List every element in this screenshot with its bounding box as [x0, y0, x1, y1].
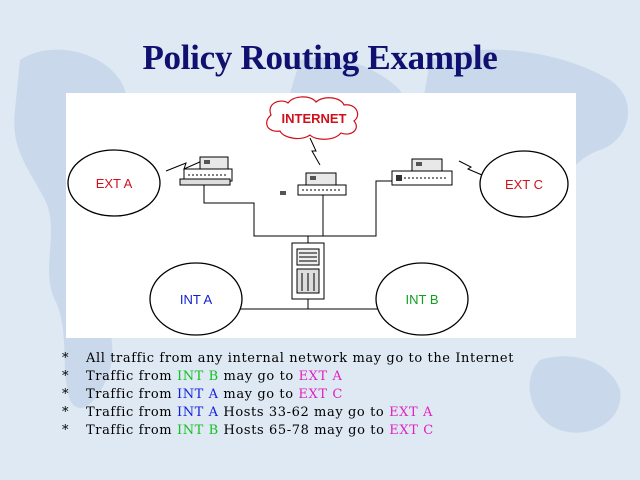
continent-australia-shape — [529, 356, 621, 433]
policy-rule-text: EXT A — [389, 405, 434, 420]
policy-rule-item: * All traffic from any internal network m… — [62, 350, 632, 368]
policy-rule-text: INT B — [176, 423, 219, 438]
ext-a-label: EXT A — [96, 176, 133, 191]
bullet-marker: * — [62, 369, 70, 384]
bullet-marker: * — [62, 387, 70, 402]
policy-rule-item: * Traffic from INT A may go to EXT C — [62, 386, 632, 404]
internet-cloud: INTERNET — [266, 96, 359, 140]
policy-rule-text: Traffic from — [86, 387, 177, 402]
policy-rule-item: * Traffic from INT B may go to EXT A — [62, 368, 632, 386]
server-tower-icon — [291, 242, 325, 300]
bullet-marker: * — [62, 351, 70, 366]
network-diagram: INTERNET EXT A EXT C INT A INT B — [66, 93, 576, 338]
int-a-label: INT A — [180, 292, 213, 307]
ext-c-label: EXT C — [505, 177, 543, 192]
lightning-bolt-icon — [165, 160, 203, 172]
policy-rule-text: Hosts 33-62 may go to — [218, 405, 390, 420]
policy-rule-text: Traffic from — [86, 369, 177, 384]
policy-rule-text: INT A — [176, 387, 219, 402]
policy-rule-text: Hosts 65-78 may go to — [218, 423, 390, 438]
policy-rule-text: EXT C — [389, 423, 434, 438]
policy-rule-text: Traffic from — [86, 405, 177, 420]
policy-rule-text: EXT A — [298, 369, 343, 384]
router-ext-a-icon — [179, 156, 233, 186]
policy-rule-text: Traffic from — [86, 423, 177, 438]
ext-c-network: EXT C — [479, 150, 569, 218]
int-b-network: INT B — [375, 262, 469, 336]
policy-rule-text: may go to — [218, 369, 299, 384]
cloud-icon — [266, 96, 359, 140]
policy-rules-list: * All traffic from any internal network m… — [62, 350, 632, 440]
wan-links — [165, 137, 483, 176]
wire-ext-a-router-to-hub — [203, 183, 308, 237]
policy-rule-text: EXT C — [298, 387, 343, 402]
slide-title: Policy Routing Example — [142, 38, 498, 77]
policy-rule-item: * Traffic from INT A Hosts 33-62 may go t… — [62, 404, 632, 422]
policy-rule-text: may go to — [218, 387, 299, 402]
policy-rule-text: INT B — [176, 369, 219, 384]
policy-rule-text: INT A — [176, 405, 219, 420]
router-internet-icon — [280, 172, 347, 196]
router-ext-c-icon — [391, 158, 453, 186]
lightning-bolt-icon — [309, 137, 321, 166]
diagram-canvas: INTERNET EXT A EXT C INT A INT B — [67, 96, 569, 336]
bullet-marker: * — [62, 423, 70, 438]
internet-label: INTERNET — [282, 111, 347, 126]
lightning-bolt-icon — [458, 160, 483, 176]
policy-rule-item: * Traffic from INT B Hosts 65-78 may go t… — [62, 422, 632, 440]
bullet-marker: * — [62, 405, 70, 420]
int-b-label: INT B — [406, 292, 439, 307]
policy-rule-text: All traffic from any internal network ma… — [86, 351, 515, 366]
int-a-network: INT A — [149, 262, 243, 336]
ext-a-network: EXT A — [67, 149, 161, 217]
